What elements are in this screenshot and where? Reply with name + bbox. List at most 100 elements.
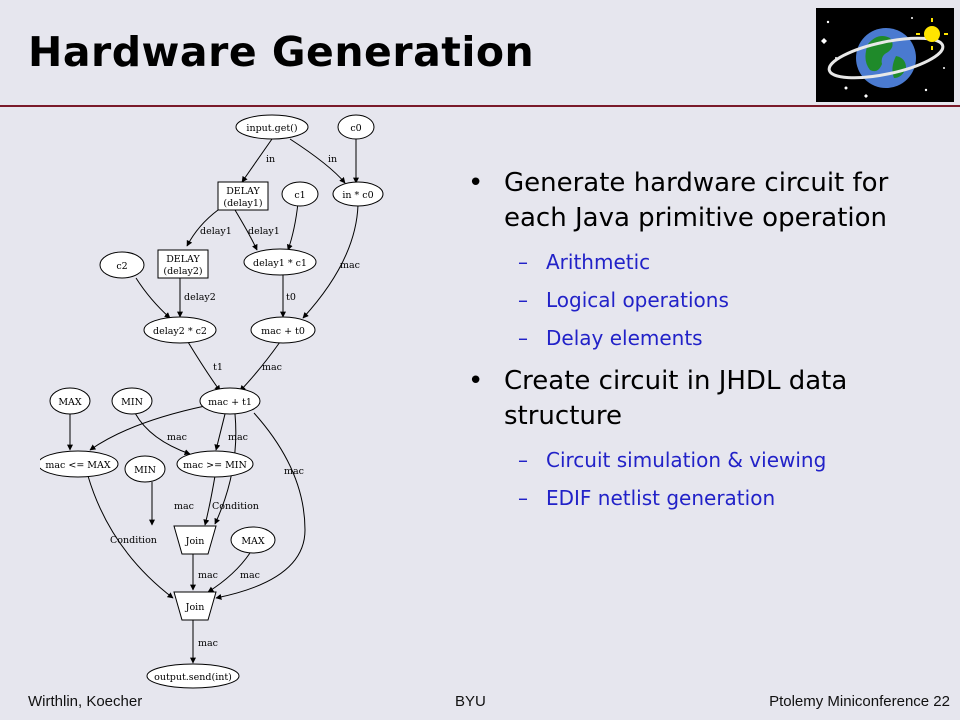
node-c2 xyxy=(99,251,145,279)
edge-input-delay1 xyxy=(241,138,273,183)
bullet-dot-icon: • xyxy=(468,168,484,198)
edge-label-e15: mac xyxy=(167,432,187,443)
node-join2 xyxy=(173,591,217,621)
node-label-d2c2: delay2 * c2 xyxy=(153,326,207,337)
ptolemy-logo-icon xyxy=(816,8,954,102)
dash-icon: – xyxy=(518,486,528,510)
node-label-mact1: mac + t1 xyxy=(208,397,252,408)
node-sublabel-delay2: (delay2) xyxy=(163,266,202,277)
sub-bullet-text: Circuit simulation & viewing xyxy=(546,448,827,472)
edge-label-e16: mac xyxy=(228,432,248,443)
node-label-c1: c1 xyxy=(294,190,305,201)
node-label-mact0: mac + t0 xyxy=(261,326,305,337)
title-divider xyxy=(0,105,960,107)
edge-input-inc0 xyxy=(289,138,346,184)
bullet-dot-icon: • xyxy=(468,366,484,396)
node-label-macge: mac >= MIN xyxy=(183,460,247,471)
node-label-join1: Join xyxy=(185,536,205,547)
sub-bullet-text: Delay elements xyxy=(546,326,703,350)
edge-label-e1: in xyxy=(266,154,275,165)
sub-bullet-text: Arithmetic xyxy=(546,250,651,274)
node-delay2 xyxy=(157,249,209,279)
edge-mact0-mact1 xyxy=(239,341,281,392)
node-sublabel-delay1: (delay1) xyxy=(223,198,262,209)
node-mact1 xyxy=(199,387,261,415)
edge-label-e17: mac xyxy=(284,466,304,477)
node-max2 xyxy=(230,526,276,554)
edge-d2c2-mact1 xyxy=(187,341,221,392)
edge-delay1-delay2 xyxy=(186,209,219,247)
edge-min1-macge xyxy=(134,412,191,456)
edge-max2-join2 xyxy=(207,552,251,593)
edge-macle-join2 xyxy=(87,475,174,599)
edge-label-e11: t1 xyxy=(213,362,223,373)
node-inc0 xyxy=(332,181,384,207)
node-join1 xyxy=(173,525,217,555)
edge-inc0-mact0 xyxy=(302,204,359,319)
node-input xyxy=(235,114,309,140)
node-label-max1: MAX xyxy=(58,397,82,408)
bullet-list: • Generate hardware circuit for each Jav… xyxy=(468,166,938,524)
node-label-min1: MIN xyxy=(121,397,143,408)
dash-icon: – xyxy=(518,448,528,472)
node-label-join2: Join xyxy=(185,602,205,613)
sub-bullet-text: Logical operations xyxy=(546,288,729,312)
node-c0 xyxy=(337,114,375,140)
edge-c1-d1c1 xyxy=(286,202,299,251)
sub-bullet-simulation: – Circuit simulation & viewing xyxy=(468,448,938,472)
node-label-min2: MIN xyxy=(134,465,156,476)
edge-mact1-join2 xyxy=(215,412,306,600)
bullet-generate: • Generate hardware circuit for each Jav… xyxy=(468,166,938,236)
bullet-text: Create circuit in JHDL data structure xyxy=(504,366,848,431)
sub-bullet-edif: – EDIF netlist generation xyxy=(468,486,938,510)
node-label-output: output.send(int) xyxy=(154,672,232,683)
slide-title: Hardware Generation xyxy=(28,28,535,76)
edge-delay1-d1c1 xyxy=(234,209,258,251)
sub-bullet-text: EDIF netlist generation xyxy=(546,486,776,510)
node-max1 xyxy=(49,387,91,415)
node-label-delay2: DELAY xyxy=(166,254,200,265)
node-label-d1c1: delay1 * c1 xyxy=(253,258,307,269)
sub-bullet-logical: – Logical operations xyxy=(468,288,938,312)
edge-label-e7: mac xyxy=(340,260,360,271)
node-label-inc0: in * c0 xyxy=(342,190,373,201)
node-label-max2: MAX xyxy=(241,536,265,547)
edge-mact1-macle xyxy=(89,405,206,451)
edge-label-e4: delay1 xyxy=(248,226,280,237)
edge-label-e22: mac xyxy=(198,570,218,581)
node-label-c0: c0 xyxy=(350,123,361,134)
edge-label-e24: mac xyxy=(198,638,218,649)
node-min1 xyxy=(111,387,153,415)
node-label-delay1: DELAY xyxy=(226,186,260,197)
footer-authors: Wirthlin, Koecher xyxy=(28,693,143,710)
edge-mact1-macge xyxy=(214,413,226,451)
edge-label-e2: in xyxy=(328,154,337,165)
footer-affiliation: BYU xyxy=(455,693,486,710)
node-macge xyxy=(176,450,254,478)
edge-label-e19: Condition xyxy=(110,535,157,546)
footer-event-page: Ptolemy Miniconference 22 xyxy=(769,693,950,710)
edge-macge-join1 xyxy=(203,475,216,526)
dash-icon: – xyxy=(518,288,528,312)
node-delay1 xyxy=(217,181,269,211)
node-macle xyxy=(40,450,119,478)
bullet-text: Generate hardware circuit for each Java … xyxy=(504,168,889,233)
node-min2 xyxy=(124,455,166,483)
bullet-create: • Create circuit in JHDL data structure xyxy=(468,364,938,434)
node-c1 xyxy=(281,181,319,207)
dash-icon: – xyxy=(518,326,528,350)
edge-label-e3: delay1 xyxy=(200,226,232,237)
dataflow-graph: input.get() c0 DELAY (delay1) c1 in * c0… xyxy=(40,114,384,689)
node-label-c2: c2 xyxy=(116,261,127,272)
sub-bullet-delay: – Delay elements xyxy=(468,326,938,350)
sub-bullet-arithmetic: – Arithmetic xyxy=(468,250,938,274)
edge-label-e21: Condition xyxy=(212,501,259,512)
edge-label-e20: mac xyxy=(174,501,194,512)
dash-icon: – xyxy=(518,250,528,274)
edge-label-e12: mac xyxy=(262,362,282,373)
node-output xyxy=(146,663,240,689)
edge-c2-d2c2 xyxy=(135,277,171,319)
edge-label-e10: t0 xyxy=(286,292,296,303)
node-label-input: input.get() xyxy=(246,123,297,134)
edge-label-e23: mac xyxy=(240,570,260,581)
